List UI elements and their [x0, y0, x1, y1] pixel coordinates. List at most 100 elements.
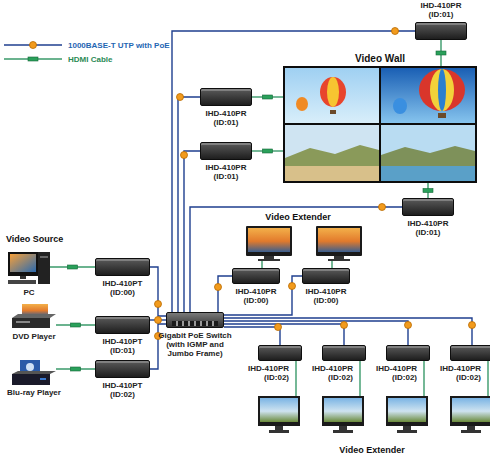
tv-screen — [388, 398, 426, 422]
label-group: IHD-410PR(ID:01) — [421, 1, 462, 19]
receiver-box: IHD-410PR(ID:01) — [200, 88, 252, 106]
monitor-stand — [264, 256, 274, 259]
tv-stand — [461, 430, 481, 433]
dvd-top — [12, 314, 56, 318]
poe-switch: Gigabit PoE Switch (with IGMP and Jumbo … — [166, 312, 224, 328]
hdmi-wire — [359, 361, 360, 396]
pc-drive — [40, 256, 48, 258]
legend-entry: HDMI Cable — [4, 54, 112, 64]
device-label: IHD-410PR — [376, 364, 417, 373]
device-label: IHD-410PT — [102, 279, 142, 288]
receiver-box: IHD-410PR(ID:01) — [200, 142, 252, 160]
bluray-disc — [26, 363, 34, 371]
device-id: (ID:02) — [312, 373, 353, 382]
tv-stand — [275, 426, 283, 430]
source-device: DVD Player — [12, 304, 56, 330]
balloon — [393, 98, 407, 114]
tv — [322, 396, 364, 426]
label-group: IHD-410PR(ID:01) — [206, 163, 247, 181]
landscape-hills — [381, 146, 475, 181]
device-id: (ID:00) — [102, 288, 142, 297]
bluray-led — [40, 378, 46, 380]
device-id: (ID:02) — [248, 373, 289, 382]
device-label: IHD-410PR — [206, 109, 247, 118]
utp-cable — [224, 324, 344, 345]
cable-badge — [289, 283, 296, 290]
cable-badge — [28, 57, 38, 61]
cable-badge — [392, 28, 399, 35]
tv — [258, 396, 300, 426]
tv — [386, 396, 428, 426]
receiver-box: IHD-410PR(ID:01) — [415, 22, 467, 40]
monitor-stand — [328, 259, 350, 261]
device-id: (ID:01) — [102, 346, 142, 355]
group-heading: Video Extender — [339, 445, 404, 456]
pc-screen — [10, 254, 36, 272]
label-group: Blu-ray Player — [7, 388, 61, 397]
device-label: IHD-410PR — [440, 364, 481, 373]
receiver-box: IHD-410PR(ID:00) — [232, 268, 280, 284]
cable-badge — [379, 204, 386, 211]
group-heading: Video Source — [6, 234, 63, 245]
tv-screen — [260, 398, 298, 422]
hdmi-wire — [487, 361, 488, 396]
legend-sample — [4, 54, 62, 64]
landscape-ground — [285, 166, 379, 181]
wall-frame — [283, 66, 477, 183]
balloon — [419, 69, 465, 111]
device-label: Gigabit PoE Switch (with IGMP and Jumbo … — [155, 331, 235, 358]
transmitter-box: IHD-410PT(ID:00) — [95, 258, 150, 276]
source-icons — [8, 252, 56, 385]
receiver-box: IHD-410PR(ID:00) — [302, 268, 350, 284]
utp-cable — [178, 97, 200, 312]
utp-cable — [218, 276, 232, 312]
wall-panel — [285, 68, 379, 123]
extender-monitors — [246, 226, 362, 268]
utp-cable — [150, 324, 166, 369]
tv-stand — [397, 430, 417, 433]
label-group: Gigabit PoE Switch (with IGMP and Jumbo … — [155, 331, 235, 358]
label-group: IHD-410PR(ID:00) — [236, 287, 277, 305]
dvd-player — [12, 318, 50, 328]
balloon-stripe — [438, 69, 446, 111]
landscape-water — [381, 166, 475, 181]
device-label: IHD-410PR — [306, 287, 347, 296]
transmitter-box: IHD-410PT(ID:01) — [95, 316, 150, 334]
video-wall: Video Wall — [283, 66, 477, 183]
cable-badge — [215, 284, 222, 291]
label-group: IHD-410PR(ID:02) — [440, 364, 481, 382]
bluray-player — [12, 374, 50, 385]
label-group: IHD-410PR(ID:02) — [248, 364, 289, 382]
tv-screen — [452, 398, 490, 422]
cable-badge — [71, 367, 81, 371]
device-id: (ID:02) — [376, 373, 417, 382]
balloon — [320, 77, 346, 107]
receiver-box: IHD-410PR(ID:02) — [322, 345, 366, 361]
legend-sample — [4, 40, 62, 50]
transmitter-box: IHD-410PT(ID:02) — [95, 360, 150, 378]
device-id: (ID:01) — [408, 228, 449, 237]
device-label: IHD-410PR — [312, 364, 353, 373]
utp-cable — [150, 267, 166, 316]
cable-badge — [405, 322, 412, 329]
label-group: IHD-410PR(ID:02) — [376, 364, 417, 382]
device-label: IHD-410PT — [102, 337, 142, 346]
extender-tvs — [258, 361, 490, 433]
monitor-stand — [334, 256, 344, 259]
hdmi-wire — [423, 361, 424, 396]
utp-cable — [184, 151, 200, 312]
source-device: Blu-ray Player — [12, 360, 56, 386]
device-id: (ID:00) — [306, 296, 347, 305]
tv-stand — [403, 426, 411, 430]
device-label: PC — [23, 288, 34, 297]
source-device: PC — [8, 250, 50, 286]
cable-badge — [263, 95, 273, 99]
device-label: DVD Player — [12, 332, 55, 341]
video-wall-screens — [283, 66, 477, 183]
legend-entry: 1000BASE-T UTP with PoE — [4, 40, 170, 50]
label-group: IHD-410PT(ID:00) — [102, 279, 142, 297]
monitor-screen — [318, 228, 360, 252]
